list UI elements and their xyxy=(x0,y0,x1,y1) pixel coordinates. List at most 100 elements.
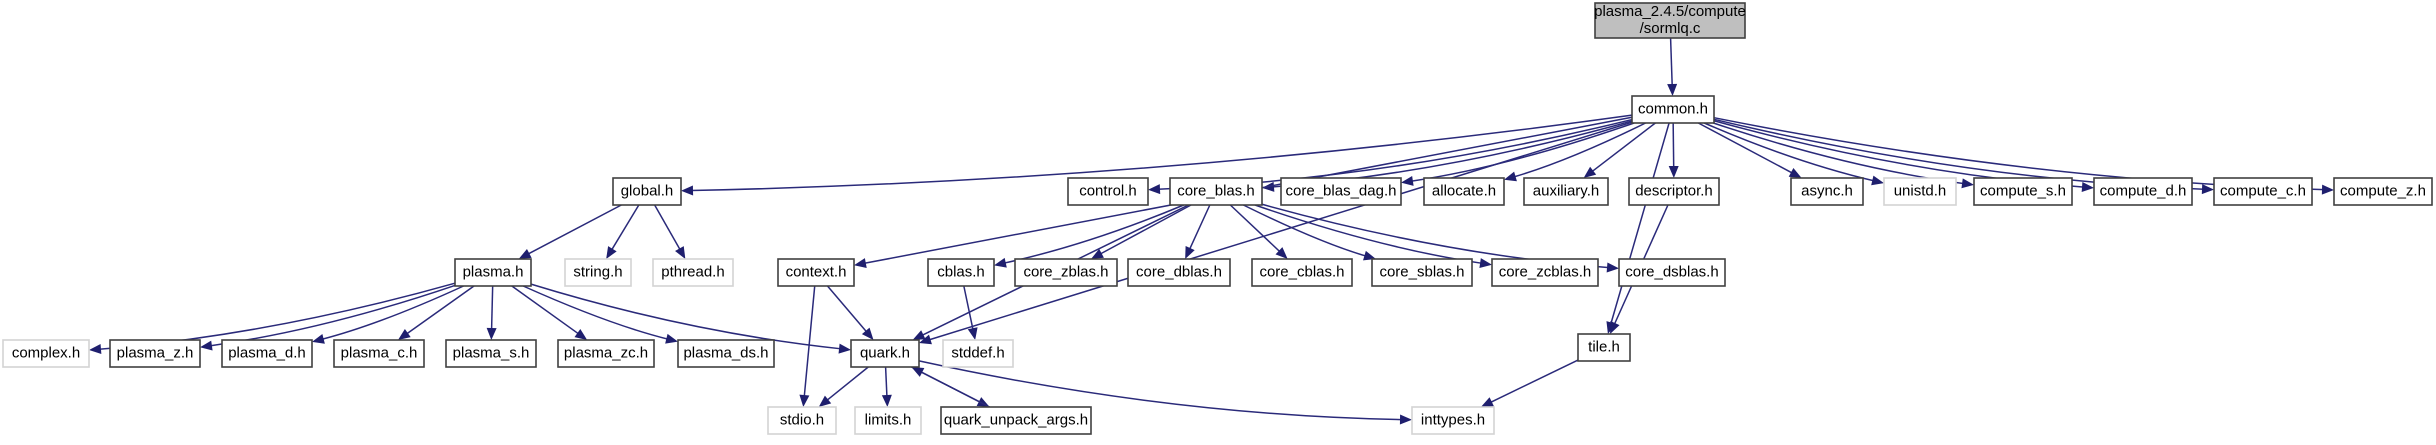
node-plasma_d_h[interactable]: plasma_d.h xyxy=(221,339,313,368)
node-cblas_h[interactable]: cblas.h xyxy=(927,258,995,287)
node-core_sblas_h[interactable]: core_sblas.h xyxy=(1371,258,1473,287)
node-global_h[interactable]: global.h xyxy=(612,177,682,206)
arrowhead-common_h-to-context_h xyxy=(854,258,867,268)
node-label-plasma_ds_h: plasma_ds.h xyxy=(683,344,768,361)
node-label-plasma_c_h: plasma_c.h xyxy=(341,344,418,361)
arrowhead-plasma_h-to-quark_h xyxy=(838,343,851,354)
node-box-compute_c_h xyxy=(2213,177,2313,206)
node-string_h[interactable]: string.h xyxy=(564,258,632,287)
node-plasma_ds_h[interactable]: plasma_ds.h xyxy=(677,339,775,368)
node-box-context_h xyxy=(777,258,855,287)
node-box-plasma_z_h xyxy=(109,339,201,368)
node-box-cblas_h xyxy=(927,258,995,287)
node-box-limits_h xyxy=(854,406,922,435)
arrowhead-sormlq-to-common_h xyxy=(1667,83,1678,96)
node-label-plasma_d_h: plasma_d.h xyxy=(228,344,306,361)
node-core_blas_h[interactable]: core_blas.h xyxy=(1169,177,1263,206)
edge-common_h-to-compute_s_h xyxy=(1713,122,1965,185)
node-label-core_zblas_h: core_zblas.h xyxy=(1023,263,1108,280)
arrowhead-plasma_h-to-plasma_c_h xyxy=(398,328,411,340)
node-box-core_zcblas_h xyxy=(1491,258,1599,287)
arrowhead-quark_h-to-inttypes_h xyxy=(1399,414,1412,425)
node-box-auxiliary_h xyxy=(1523,177,1609,206)
node-descriptor_h[interactable]: descriptor.h xyxy=(1628,177,1720,206)
node-limits_h[interactable]: limits.h xyxy=(854,406,922,435)
arrowhead-context_h-to-quark_h xyxy=(861,327,874,340)
node-plasma_c_h[interactable]: plasma_c.h xyxy=(333,339,425,368)
node-label-limits_h: limits.h xyxy=(865,411,912,428)
arrowhead-tile_h-to-inttypes_h xyxy=(1480,397,1494,407)
node-common_h[interactable]: common.h xyxy=(1631,95,1715,124)
arrowhead-context_h-to-stdio_h xyxy=(799,394,810,407)
node-compute_s_h[interactable]: compute_s.h xyxy=(1973,177,2073,206)
node-pthread_h[interactable]: pthread.h xyxy=(652,258,734,287)
edge-common_h-to-quark_h xyxy=(928,121,1633,341)
node-tile_h[interactable]: tile.h xyxy=(1577,333,1631,362)
arrowhead-core_blas_h-to-core_dblas_h xyxy=(1185,246,1195,259)
arrowhead-quark_unpack_args_h-to-quark_h xyxy=(911,367,925,377)
node-label-plasma_zc_h: plasma_zc.h xyxy=(564,344,648,361)
node-plasma_h[interactable]: plasma.h xyxy=(454,258,532,287)
edge-common_h-to-descriptor_h xyxy=(1672,122,1675,169)
node-box-plasma_d_h xyxy=(221,339,313,368)
arrowhead-plasma_h-to-plasma_z_h xyxy=(200,340,213,351)
node-quark_unpack_args_h[interactable]: quark_unpack_args.h xyxy=(940,406,1092,435)
node-complex_h[interactable]: complex.h xyxy=(2,339,90,368)
node-box-global_h xyxy=(612,177,682,206)
node-core_dblas_h[interactable]: core_dblas.h xyxy=(1127,258,1231,287)
node-box-inttypes_h xyxy=(1411,406,1495,435)
node-label-core_dblas_h: core_dblas.h xyxy=(1136,263,1222,280)
node-plasma_zc_h[interactable]: plasma_zc.h xyxy=(557,339,655,368)
node-label-common_h: common.h xyxy=(1638,100,1708,117)
node-compute_c_h[interactable]: compute_c.h xyxy=(2213,177,2313,206)
node-inttypes_h[interactable]: inttypes.h xyxy=(1411,406,1495,435)
arrowhead-core_blas_h-to-core_zcblas_h xyxy=(1479,258,1492,268)
arrowhead-quark_h-to-stdio_h xyxy=(818,395,832,407)
node-box-string_h xyxy=(564,258,632,287)
edge-common_h-to-allocate_h xyxy=(1513,122,1646,178)
node-compute_d_h[interactable]: compute_d.h xyxy=(2093,177,2193,206)
edge-quark_h-to-stdio_h xyxy=(826,366,869,402)
node-core_dsblas_h[interactable]: core_dsblas.h xyxy=(1618,258,1726,287)
node-unistd_h[interactable]: unistd.h xyxy=(1883,177,1957,206)
node-box-sormlq xyxy=(1594,2,1746,39)
node-quark_h[interactable]: quark.h xyxy=(850,339,920,368)
node-allocate_h[interactable]: allocate.h xyxy=(1423,177,1505,206)
arrowhead-plasma_h-to-plasma_s_h xyxy=(486,327,497,340)
node-plasma_z_h[interactable]: plasma_z.h xyxy=(109,339,201,368)
node-box-pthread_h xyxy=(652,258,734,287)
node-stddef_h[interactable]: stddef.h xyxy=(942,339,1014,368)
edge-plasma_h-to-plasma_d_h xyxy=(321,285,464,341)
edge-global_h-to-pthread_h xyxy=(654,204,682,251)
node-box-compute_s_h xyxy=(1973,177,2073,206)
node-context_h[interactable]: context.h xyxy=(777,258,855,287)
node-core_cblas_h[interactable]: core_cblas.h xyxy=(1251,258,1353,287)
node-core_blas_dag_h[interactable]: core_blas_dag.h xyxy=(1280,177,1402,206)
node-async_h[interactable]: async.h xyxy=(1790,177,1864,206)
node-stdio_h[interactable]: stdio.h xyxy=(767,406,837,435)
edge-sormlq-to-common_h xyxy=(1669,37,1673,87)
edge-core_blas_h-to-core_zblas_h xyxy=(1099,204,1192,255)
arrowhead-global_h-to-pthread_h xyxy=(675,246,686,259)
node-sormlq[interactable]: plasma_2.4.5/compute/sormlq.c xyxy=(1594,2,1746,39)
node-label-core_zcblas_h: core_zcblas.h xyxy=(1499,263,1592,280)
node-label-context_h: context.h xyxy=(786,263,847,280)
node-plasma_s_h[interactable]: plasma_s.h xyxy=(445,339,537,368)
node-label-quark_unpack_args_h: quark_unpack_args.h xyxy=(944,411,1088,428)
arrowhead-core_blas_h-to-core_zblas_h xyxy=(1091,248,1104,259)
node-compute_z_h[interactable]: compute_z.h xyxy=(2333,177,2433,206)
arrowhead-common_h-to-quark_h xyxy=(919,334,932,345)
edge-core_blas_h-to-core_cblas_h xyxy=(1229,204,1281,253)
node-label-auxiliary_h: auxiliary.h xyxy=(1533,182,1599,199)
node-box-core_blas_h xyxy=(1169,177,1263,206)
arrowhead-plasma_h-to-plasma_zc_h xyxy=(574,328,588,340)
edge-common_h-to-tile_h xyxy=(1609,122,1670,325)
node-core_zblas_h[interactable]: core_zblas.h xyxy=(1014,258,1118,287)
edge-core_blas_h-to-core_dsblas_h xyxy=(1261,203,1610,269)
arrowhead-common_h-to-global_h xyxy=(681,185,694,196)
node-auxiliary_h[interactable]: auxiliary.h xyxy=(1523,177,1609,206)
arrowhead-common_h-to-compute_d_h xyxy=(2081,181,2094,192)
node-core_zcblas_h[interactable]: core_zcblas.h xyxy=(1491,258,1599,287)
node-control_h[interactable]: control.h xyxy=(1067,177,1149,206)
